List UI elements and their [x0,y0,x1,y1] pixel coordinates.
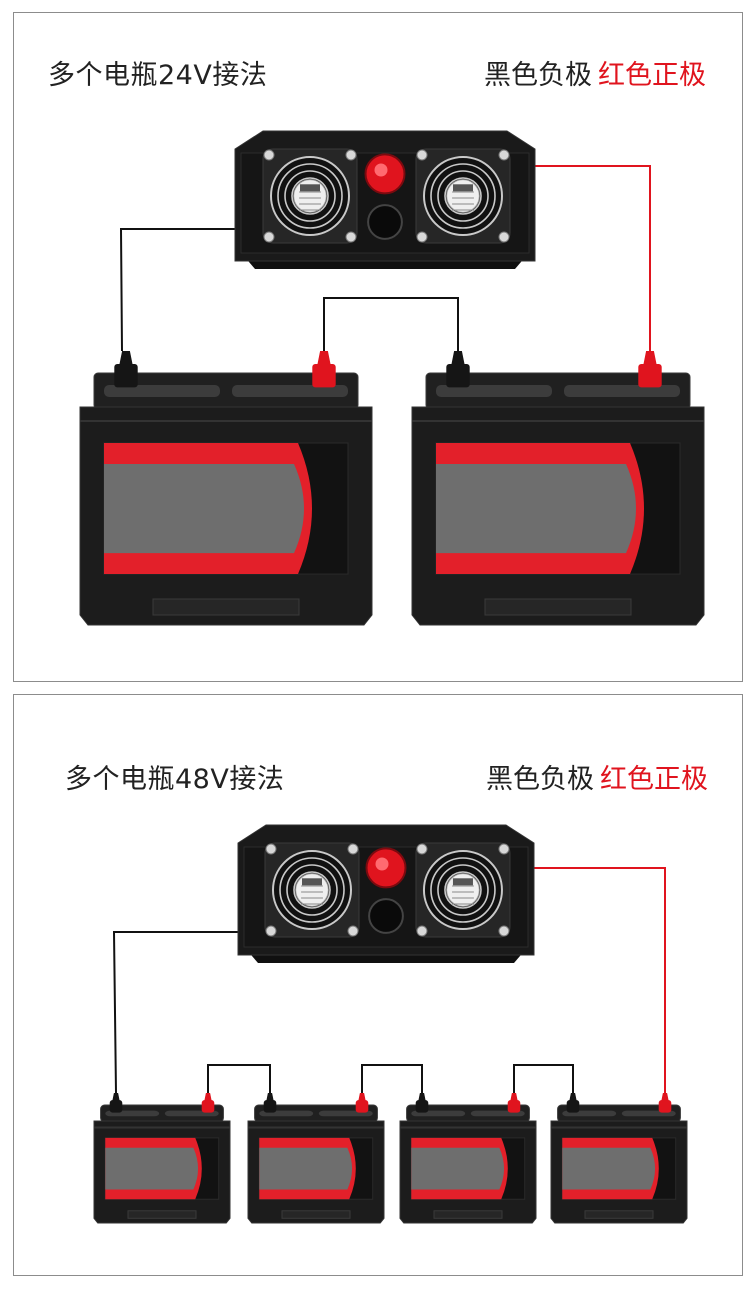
panel-title: 多个电瓶24V接法 [48,60,268,91]
screw-icon [498,843,510,855]
screw-icon [416,925,428,937]
panel-48v: 多个电瓶48V接法 黑色负极红色正极 [13,694,743,1276]
terminal-negative-icon [446,351,470,388]
screw-icon [263,149,275,161]
wiring-diagram-48v [93,824,688,1224]
battery-icon [79,372,373,626]
wire-series-link [513,1064,574,1093]
fan-icon [415,148,511,244]
fan-icon [264,842,360,938]
terminal-negative-icon [109,1093,123,1113]
terminal-negative-icon [415,1093,429,1113]
terminal-negative-icon [368,898,404,934]
screw-icon [263,231,275,243]
battery-icon [93,1104,231,1224]
screw-icon [265,843,277,855]
legend-negative: 黑色负极 [484,60,592,91]
terminal-positive-icon [638,351,662,388]
fan-icon [262,148,358,244]
wire-series-link [323,297,459,351]
screw-icon [416,149,428,161]
screw-icon [416,231,428,243]
legend-positive: 红色正极 [600,764,708,795]
color-legend: 黑色负极红色正极 [484,53,706,92]
legend-positive: 红色正极 [598,60,706,91]
panel-title: 多个电瓶48V接法 [65,764,285,795]
inverter-icon [234,130,536,269]
screw-icon [265,925,277,937]
screw-icon [345,231,357,243]
screw-icon [498,149,510,161]
battery-icon [247,1104,385,1224]
terminal-positive-icon [312,351,336,388]
screw-icon [498,231,510,243]
terminal-positive-icon [658,1093,672,1113]
terminal-positive-icon [507,1093,521,1113]
screw-icon [345,149,357,161]
wiring-diagram-24v [79,130,705,626]
screw-icon [498,925,510,937]
fan-icon [415,842,511,938]
screw-icon [347,843,359,855]
battery-icon [399,1104,537,1224]
terminal-negative-icon [367,204,403,240]
battery-icon [550,1104,688,1224]
screw-icon [416,843,428,855]
terminal-negative-icon [263,1093,277,1113]
color-legend: 黑色负极红色正极 [486,757,708,796]
inverter-icon [237,824,535,963]
screw-icon [347,925,359,937]
wire-series-link [361,1064,423,1093]
terminal-negative-icon [114,351,138,388]
battery-icon [411,372,705,626]
terminal-negative-icon [566,1093,580,1113]
terminal-positive-icon [201,1093,215,1113]
terminal-positive-icon [355,1093,369,1113]
legend-negative: 黑色负极 [486,764,594,795]
wire-series-link [207,1064,271,1093]
panel-24v: 多个电瓶24V接法 黑色负极红色正极 [13,12,743,682]
